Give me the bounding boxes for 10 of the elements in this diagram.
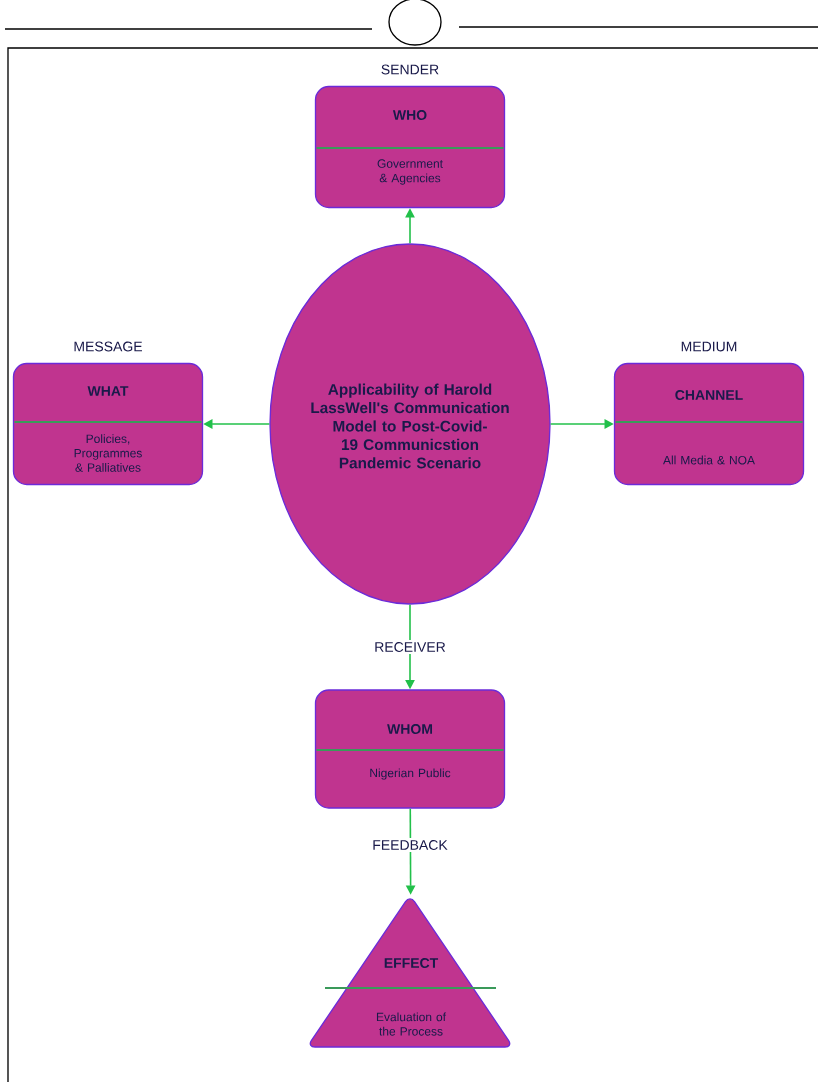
edge-label: RECEIVER <box>372 640 448 654</box>
stage-label: SENDER <box>381 64 439 75</box>
process-box: WHAT Policies, Programmes & Palliatives <box>12 362 204 486</box>
stage-label: MESSAGE <box>74 341 142 352</box>
effect-triangle: EFFECT Evaluation of the Process <box>309 898 511 1048</box>
edge-label: FEEDBACK <box>370 838 450 852</box>
stage-label: MEDIUM <box>681 341 737 352</box>
process-box: CHANNEL All Media & NOA <box>613 362 805 486</box>
process-box: WHOM Nigerian Public <box>314 689 506 809</box>
process-box: WHO Government & Agencies <box>314 85 506 209</box>
